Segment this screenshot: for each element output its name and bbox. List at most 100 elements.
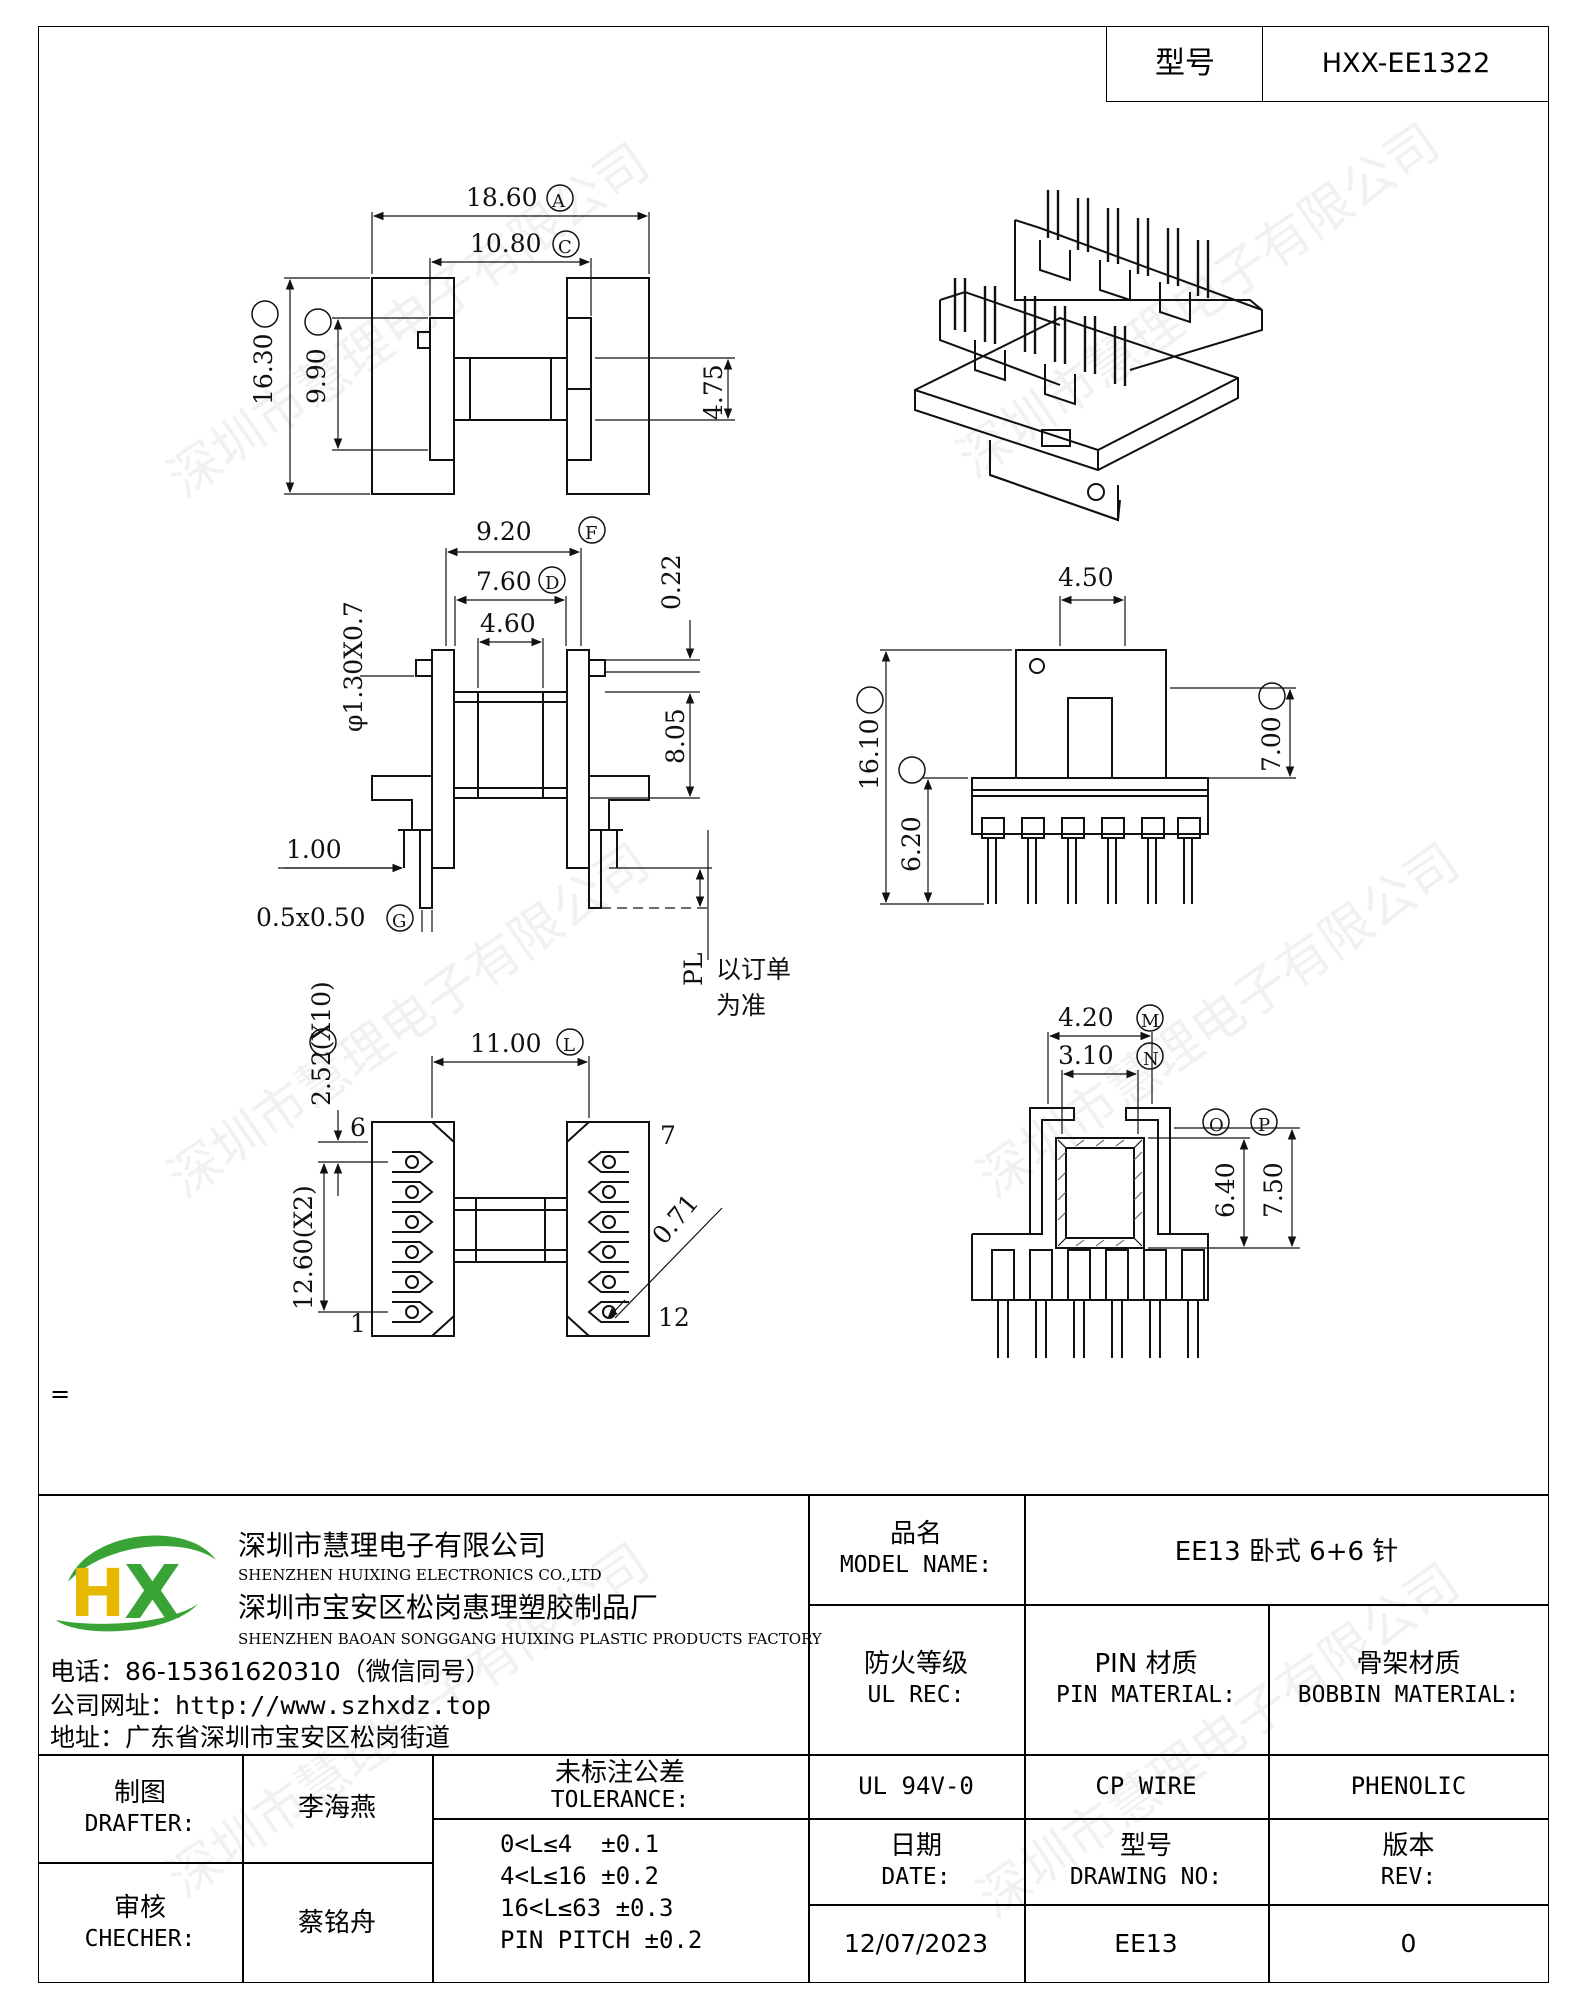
- dim-text: 4.75: [699, 364, 728, 420]
- side-view: [880, 595, 1296, 905]
- svg-text:F: F: [585, 523, 598, 544]
- ul-rec-label-cell: 防火等级 UL REC:: [808, 1604, 1024, 1754]
- drawing-frame: [38, 26, 1549, 1983]
- company-website: 公司网址：http://www.szhxdz.top: [50, 1691, 492, 1720]
- dim-text: 7.60: [476, 567, 532, 596]
- dim-text: 12.60(X2): [289, 1185, 318, 1310]
- drawing-no-label-cn: 型号: [1119, 1831, 1172, 1861]
- dim-text: 7.50: [1259, 1162, 1288, 1218]
- dim-text: 16.30: [249, 333, 278, 405]
- pin-material-label-en: PIN MATERIAL:: [1055, 1682, 1236, 1708]
- svg-text:L: L: [563, 1035, 575, 1056]
- header-model-value-cell: HXX-EE1322: [1262, 26, 1549, 102]
- checker-label-cn: 审核: [113, 1892, 166, 1923]
- company-logo: H X: [48, 1520, 218, 1638]
- svg-text:M: M: [1141, 1011, 1159, 1032]
- company-address: 地址：广东省深圳市宝安区松岗街道: [50, 1723, 451, 1752]
- company-name-en: SHENZHEN HUIXING ELECTRONICS CO.,LTD: [238, 1566, 602, 1584]
- svg-text:D: D: [545, 573, 559, 594]
- checker-value-cell: 蔡铭舟: [242, 1862, 432, 1983]
- equals-mark: =: [50, 1380, 70, 1408]
- checker-label-cell: 审核 CHECHER:: [38, 1862, 242, 1983]
- date-label-cell: 日期 DATE:: [808, 1818, 1024, 1904]
- checker-label-en: CHECHER:: [84, 1925, 196, 1952]
- rev-label-cn: 版本: [1382, 1831, 1435, 1861]
- model-name-label-cell: 品名 MODEL NAME:: [808, 1494, 1024, 1604]
- date-label-en: DATE:: [881, 1864, 951, 1890]
- tolerance-line: 16<L≤63 ±0.3: [500, 1894, 674, 1922]
- drawing-no-value-cell: EE13: [1024, 1904, 1268, 1983]
- tolerance-line: 0<L≤4 ±0.1: [500, 1830, 659, 1858]
- model-name-value-cell: EE13 卧式 6+6 针: [1024, 1494, 1549, 1604]
- svg-text:C: C: [558, 237, 572, 258]
- drawing-no-value: EE13: [1114, 1929, 1178, 1958]
- svg-text:N: N: [1143, 1049, 1159, 1070]
- top-view: [284, 211, 735, 495]
- ul-rec-value-cell: UL 94V-0: [808, 1754, 1024, 1818]
- company-name-cn: 深圳市慧理电子有限公司: [238, 1529, 547, 1562]
- dim-text: 8.05: [661, 708, 690, 764]
- dim-text: 0.5x0.50: [256, 903, 366, 932]
- svg-text:P: P: [1258, 1115, 1270, 1136]
- dim-text: 4.60: [480, 609, 536, 638]
- dim-text: 0.71: [646, 1189, 704, 1250]
- checker-value: 蔡铭舟: [297, 1907, 376, 1938]
- note-text: 为准: [716, 991, 766, 1020]
- bobbin-material-value-cell: PHENOLIC: [1268, 1754, 1549, 1818]
- end-view: [971, 1031, 1300, 1358]
- ul-rec-value: UL 94V-0: [858, 1772, 974, 1800]
- date-label-cn: 日期: [889, 1831, 942, 1861]
- logo-x: X: [124, 1550, 181, 1636]
- tolerance-line: 4<L≤16 ±0.2: [500, 1862, 659, 1890]
- bobbin-material-label-cell: 骨架材质 BOBBIN MATERIAL:: [1268, 1604, 1549, 1754]
- tolerance-values: 0<L≤4 ±0.1 4<L≤16 ±0.2 16<L≤63 ±0.3 PIN …: [500, 1828, 800, 1956]
- pin-label: 1: [350, 1309, 366, 1338]
- pin-material-label-cn: PIN 材质: [1094, 1649, 1198, 1679]
- dim-text: 4.20: [1058, 1003, 1114, 1032]
- svg-text:G: G: [392, 911, 406, 932]
- dim-text: 6.40: [1211, 1162, 1240, 1218]
- drafter-value-cell: 李海燕: [242, 1754, 432, 1862]
- dim-text: 3.10: [1058, 1041, 1114, 1070]
- bobbin-material-label-cn: 骨架材质: [1356, 1649, 1461, 1679]
- factory-name-cn: 深圳市宝安区松岗惠理塑胶制品厂: [238, 1591, 659, 1624]
- dim-text: 16.10: [855, 718, 884, 790]
- dim-text: 9.20: [476, 517, 532, 546]
- header-model-value: HXX-EE1322: [1321, 48, 1491, 79]
- drafter-label-en: DRAFTER:: [84, 1811, 196, 1837]
- tolerance-label-cn: 未标注公差: [554, 1758, 685, 1788]
- isometric-view: [914, 190, 1263, 522]
- dim-text: 6.20: [897, 816, 926, 872]
- factory-name-en: SHENZHEN BAOAN SONGGANG HUIXING PLASTIC …: [238, 1630, 822, 1648]
- drawing-no-label-cell: 型号 DRAWING NO:: [1024, 1818, 1268, 1904]
- dim-text: 4.50: [1058, 563, 1114, 592]
- dim-text: 10.80: [470, 229, 542, 258]
- pin-label: 7: [660, 1121, 676, 1150]
- rev-value: 0: [1400, 1929, 1417, 1958]
- dim-text: 18.60: [466, 183, 538, 212]
- drawing-no-label-en: DRAWING NO:: [1069, 1864, 1223, 1890]
- drafter-label-cn: 制图: [113, 1778, 166, 1808]
- pin-label: 12: [658, 1303, 690, 1332]
- bobbin-material-value: PHENOLIC: [1350, 1772, 1467, 1800]
- model-name-label-en: MODEL NAME:: [839, 1552, 993, 1578]
- dim-text: φ1.30X0.7: [339, 601, 368, 732]
- dim-text: 2.52(X10): [307, 981, 336, 1106]
- model-name-value: EE13 卧式 6+6 针: [1174, 1536, 1399, 1567]
- dim-text: 11.00: [470, 1029, 542, 1058]
- bobbin-material-label-en: BOBBIN MATERIAL:: [1297, 1682, 1520, 1708]
- ul-rec-label-cn: 防火等级: [863, 1649, 968, 1679]
- front-view: [278, 547, 712, 960]
- dim-text: 9.90: [302, 348, 331, 404]
- tolerance-label-cell: 未标注公差 TOLERANCE:: [432, 1754, 808, 1818]
- header-model-label-cell: 型号: [1106, 26, 1263, 102]
- dim-text: PL: [679, 953, 708, 986]
- date-value-cell: 12/07/2023: [808, 1904, 1024, 1983]
- dim-text: 7.00: [1257, 716, 1286, 772]
- dim-text: 1.00: [286, 835, 342, 864]
- header-model-label: 型号: [1155, 45, 1215, 81]
- drafter-label-cell: 制图 DRAFTER:: [38, 1754, 242, 1862]
- tolerance-label-en: TOLERANCE:: [550, 1787, 690, 1813]
- technical-drawing: 18.60 A 10.80 C 16.30 9.90 4.75 9.20 F 7…: [50, 183, 1300, 1408]
- pin-material-label-cell: PIN 材质 PIN MATERIAL:: [1024, 1604, 1268, 1754]
